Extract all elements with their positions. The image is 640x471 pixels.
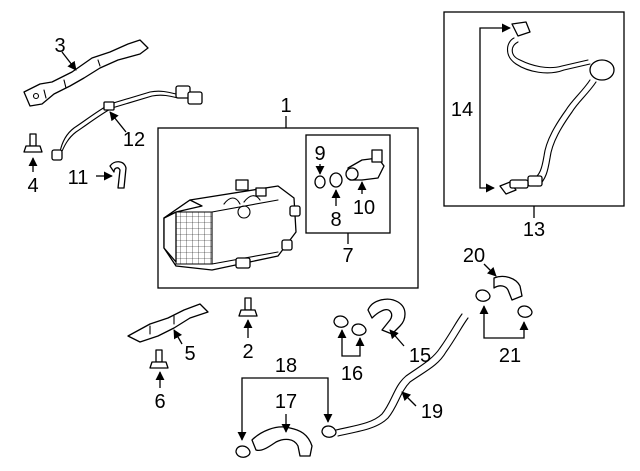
bracket-part-5 [127, 303, 209, 345]
canister-group-frame [157, 127, 419, 289]
callout-16: 16 [341, 363, 363, 385]
bolt-part-2 [238, 297, 258, 338]
callout-4: 4 [27, 175, 38, 197]
callout-11: 11 [68, 167, 89, 189]
callout-1: 1 [280, 95, 291, 117]
valve-part-10 [345, 149, 385, 194]
clamps-part-16 [333, 315, 367, 357]
bracket-part-3 [23, 39, 149, 107]
callout-9: 9 [314, 143, 325, 165]
hose-part-20 [483, 263, 523, 301]
callout-17: 17 [275, 391, 297, 413]
callout-14: 14 [451, 99, 473, 121]
callout-7: 7 [342, 245, 353, 267]
clamps-part-18 [235, 377, 337, 458]
callout-2: 2 [242, 341, 253, 363]
callout-8: 8 [330, 209, 341, 231]
canister-part-1 [163, 179, 301, 271]
hose-part-17 [251, 414, 313, 457]
callout-13: 13 [523, 219, 545, 241]
clamps-part-21 [475, 289, 533, 339]
callout-20: 20 [463, 245, 485, 267]
clip-part-11 [96, 161, 127, 189]
hose-part-15 [367, 298, 406, 347]
callout-19: 19 [421, 401, 443, 423]
callout-18: 18 [275, 355, 297, 377]
callout-5: 5 [184, 343, 195, 365]
callout-10: 10 [353, 197, 375, 219]
callout-15: 15 [409, 345, 431, 367]
callout-6: 6 [154, 391, 165, 413]
hose-assembly-part-13 [479, 21, 615, 218]
harness-part-12 [51, 85, 203, 161]
callout-21: 21 [499, 345, 521, 367]
bolt-part-4 [23, 133, 43, 172]
o-ring-part-9 [314, 164, 326, 189]
callout-3: 3 [54, 35, 65, 57]
o-ring-part-8 [329, 172, 343, 206]
callout-12: 12 [123, 129, 145, 151]
bolt-part-6 [149, 349, 169, 388]
hose-part-19 [335, 313, 469, 437]
